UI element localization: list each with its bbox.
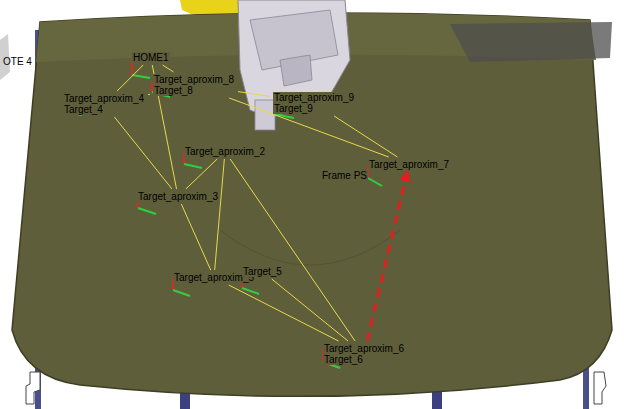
robot-path (181, 204, 210, 270)
target-name: Target_aproxim_9 (273, 92, 355, 103)
target-label: HOME1 (131, 52, 171, 63)
target-name: Target_aproxim_7 (368, 159, 450, 170)
robot-path (230, 159, 355, 341)
target-name: Target_aproxim_2 (184, 146, 266, 157)
target-label: Target_aproxim_7 (367, 159, 451, 170)
target-markers (64, 62, 382, 368)
target-name: Target_aproxim_3 (137, 191, 219, 202)
robot-path (117, 65, 143, 91)
target-label: Target_aproxim_2 (183, 146, 267, 157)
target-name: Target_6 (323, 354, 405, 365)
target-label: Target_aproxim_8Target_8 (152, 74, 236, 96)
hood-vent (450, 22, 612, 62)
hood-crease (220, 230, 400, 265)
frame-label: OTE 4 (2, 56, 33, 67)
target-name: Target_5 (242, 266, 283, 277)
robot-path (272, 279, 348, 341)
target-name: Target_aproxim_6 (323, 343, 405, 354)
target-label: Target_5 (241, 266, 284, 277)
target-label: Target_aproxim_3 (136, 191, 220, 202)
robot-path (238, 92, 270, 97)
robot-path (334, 116, 397, 157)
target-label: Target_aproxim_9Target_9 (272, 92, 356, 114)
target-name: Target_aproxim_4 (63, 93, 145, 104)
robot-path (148, 94, 150, 95)
robot-path (114, 117, 172, 189)
target-name: HOME1 (132, 52, 170, 63)
target-name: Target_aproxim_8 (153, 74, 235, 85)
frame-label: Frame PS (321, 170, 368, 181)
robot-path (163, 65, 174, 72)
target-name: Target_8 (153, 85, 235, 96)
target-label: Target_aproxim_4Target_4 (62, 93, 146, 115)
fixture-bracket (594, 372, 606, 404)
approach-arrow (367, 172, 407, 341)
robot-path (186, 159, 217, 189)
target-label: Target_aproxim_6Target_6 (322, 343, 406, 365)
target-name: Target_4 (63, 104, 145, 115)
target-name: Target_9 (273, 103, 355, 114)
robot-path (215, 159, 225, 270)
robot-path (229, 285, 339, 341)
fixture-bracket (26, 372, 40, 404)
